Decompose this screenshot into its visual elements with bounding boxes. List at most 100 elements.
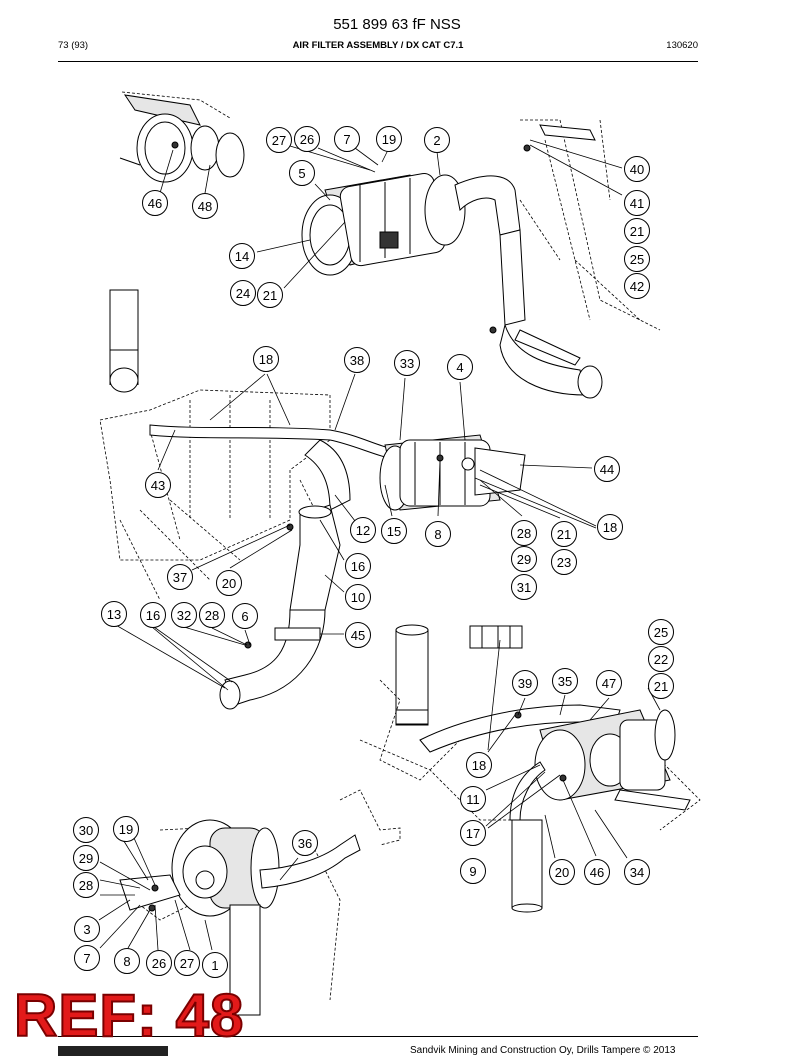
- callout-number: 27: [180, 956, 194, 971]
- callout-number: 40: [630, 162, 644, 177]
- callout-47: 47: [596, 670, 622, 696]
- callout-19: 19: [376, 126, 402, 152]
- callout-number: 28: [205, 608, 219, 623]
- callout-number: 42: [630, 279, 644, 294]
- callout-number: 45: [351, 628, 365, 643]
- callout-circle: [648, 646, 674, 672]
- callout-circle: [466, 752, 492, 778]
- callout-circle: [202, 952, 228, 978]
- callout-5: 5: [289, 160, 315, 186]
- callout-27: 27: [174, 950, 200, 976]
- callout-24: 24: [230, 280, 256, 306]
- callout-33: 33: [394, 350, 420, 376]
- callout-circle: [145, 472, 171, 498]
- callout-circle: [594, 456, 620, 482]
- callout-number: 7: [343, 132, 350, 147]
- callout-number: 29: [79, 851, 93, 866]
- callout-number: 21: [557, 527, 571, 542]
- callout-21: 21: [551, 521, 577, 547]
- callout-7: 7: [334, 126, 360, 152]
- callout-circle: [257, 282, 283, 308]
- callout-circle: [648, 673, 674, 699]
- callout-number: 10: [351, 590, 365, 605]
- callout-number: 12: [356, 523, 370, 538]
- bottom-right-assembly-drawing: [359, 624, 701, 913]
- callout-12: 12: [350, 517, 376, 543]
- callout-21: 21: [648, 673, 674, 699]
- callout-circle: [74, 945, 100, 971]
- callout-number: 32: [177, 608, 191, 623]
- callout-circle: [171, 602, 197, 628]
- callout-number: 30: [79, 823, 93, 838]
- callout-45: 45: [345, 622, 371, 648]
- callout-8: 8: [114, 948, 140, 974]
- callout-number: 20: [555, 865, 569, 880]
- callout-circle: [552, 668, 578, 694]
- callout-2: 2: [424, 127, 450, 153]
- callout-number: 36: [298, 836, 312, 851]
- callout-21: 21: [624, 218, 650, 244]
- callout-22: 22: [648, 646, 674, 672]
- callout-circle: [192, 193, 218, 219]
- callout-circle: [294, 126, 320, 152]
- callout-circle: [229, 243, 255, 269]
- callout-circle: [113, 816, 139, 842]
- callout-18: 18: [466, 752, 492, 778]
- callout-circle: [624, 156, 650, 182]
- callout-circle: [376, 126, 402, 152]
- callout-number: 21: [630, 224, 644, 239]
- callout-circle: [216, 570, 242, 596]
- callout-28: 28: [199, 602, 225, 628]
- callout-circle: [596, 670, 622, 696]
- callout-18: 18: [597, 514, 623, 540]
- callout-1: 1: [202, 952, 228, 978]
- callout-6: 6: [232, 603, 258, 629]
- callout-42: 42: [624, 273, 650, 299]
- callout-16: 16: [140, 602, 166, 628]
- callout-number: 35: [558, 674, 572, 689]
- revision-date: 130620: [666, 40, 698, 51]
- callout-number: 18: [472, 758, 486, 773]
- callout-number: 47: [602, 676, 616, 691]
- callout-number: 33: [400, 356, 414, 371]
- callout-circle: [167, 564, 193, 590]
- callout-circle: [624, 859, 650, 885]
- callout-30: 30: [73, 817, 99, 843]
- callout-38: 38: [344, 347, 370, 373]
- callout-27: 27: [266, 127, 292, 153]
- callout-number: 28: [517, 526, 531, 541]
- page-header: 73 (93) AIR FILTER ASSEMBLY / DX CAT C7.…: [58, 40, 698, 54]
- callout-circle: [146, 950, 172, 976]
- callout-number: 14: [235, 249, 249, 264]
- callout-41: 41: [624, 190, 650, 216]
- page-title: AIR FILTER ASSEMBLY / DX CAT C7.1: [292, 40, 464, 51]
- callout-number: 3: [83, 922, 90, 937]
- callout-circle: [551, 549, 577, 575]
- callout-number: 43: [151, 478, 165, 493]
- callout-number: 6: [241, 609, 248, 624]
- callout-circle: [253, 346, 279, 372]
- callout-number: 21: [263, 288, 277, 303]
- callout-32: 32: [171, 602, 197, 628]
- callout-10: 10: [345, 584, 371, 610]
- callout-43: 43: [145, 472, 171, 498]
- callout-circle: [511, 574, 537, 600]
- callout-number: 17: [466, 826, 480, 841]
- callout-number: 19: [119, 822, 133, 837]
- callout-number: 18: [259, 352, 273, 367]
- detail-clamp-drawing: [119, 91, 245, 183]
- callout-circle: [624, 218, 650, 244]
- callout-number: 1: [211, 958, 218, 973]
- callout-19: 19: [113, 816, 139, 842]
- callout-circle: [425, 521, 451, 547]
- callout-number: 4: [456, 360, 463, 375]
- callout-circle: [73, 872, 99, 898]
- callout-circle: [266, 127, 292, 153]
- callout-circle: [511, 546, 537, 572]
- callout-circle: [174, 950, 200, 976]
- callout-circle: [424, 127, 450, 153]
- callout-number: 28: [79, 878, 93, 893]
- callout-3: 3: [74, 916, 100, 942]
- callout-circle: [394, 350, 420, 376]
